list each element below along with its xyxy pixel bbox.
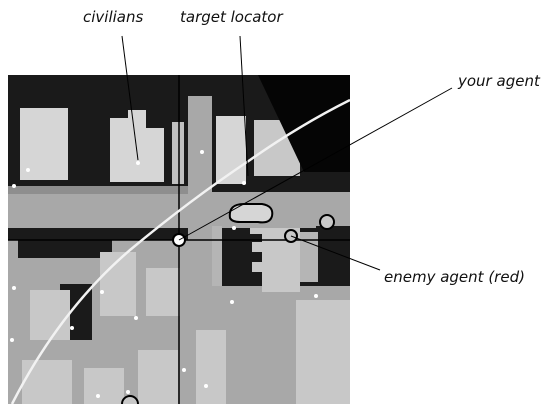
civilian-dot [96,394,100,398]
civilian-dot [232,226,236,230]
block-north-center [172,122,184,184]
civilians-building [110,110,164,182]
city-map [8,75,350,404]
target-locator-label: target locator [180,8,283,26]
civilian-dot [242,181,246,185]
civilian-dot [182,368,186,372]
civilian-dot [126,390,130,394]
enemy-agent-leader [290,235,381,271]
road-curb-top [8,186,208,194]
black-bar-west [18,236,112,258]
civilian-dot [136,161,140,165]
civilian-dot [10,338,14,342]
civilian-dot [26,168,30,172]
side-road-vertical [212,226,222,286]
extra-marker-south [121,395,139,404]
target-locator-leader [239,35,249,177]
block-sw-6 [138,350,178,404]
block-se-2 [296,300,350,404]
civilian-dot [12,286,16,290]
your-agent-label: your agent [457,72,541,90]
civilians-leader [121,35,139,161]
block-sw-1 [30,290,70,340]
your-agent-leader [178,87,453,241]
civilian-dot [204,384,208,388]
target-locator-arc [10,98,350,404]
civilian-dot [134,316,138,320]
enemy-building [250,228,300,292]
extra-marker-east [319,214,335,230]
black-strip-east [316,226,350,286]
block-sw-2 [100,252,136,316]
civilian-dot [100,290,104,294]
block-se-1 [196,330,226,404]
block-sw-4 [22,360,72,404]
civilian-dot [230,300,234,304]
civilian-dots [10,150,318,398]
block-sw-3 [146,268,180,316]
pool-shape [228,203,274,224]
block-sw-5 [84,368,124,404]
civilian-dot [314,294,318,298]
civilian-dot [70,326,74,330]
callout-lines [121,35,453,271]
civilians-label: civilians [83,8,143,26]
enemy-agent-label: enemy agent (red) [384,268,525,286]
civilian-dot [12,184,16,188]
civilian-dot [200,150,204,154]
unexplored-corner [258,75,350,172]
